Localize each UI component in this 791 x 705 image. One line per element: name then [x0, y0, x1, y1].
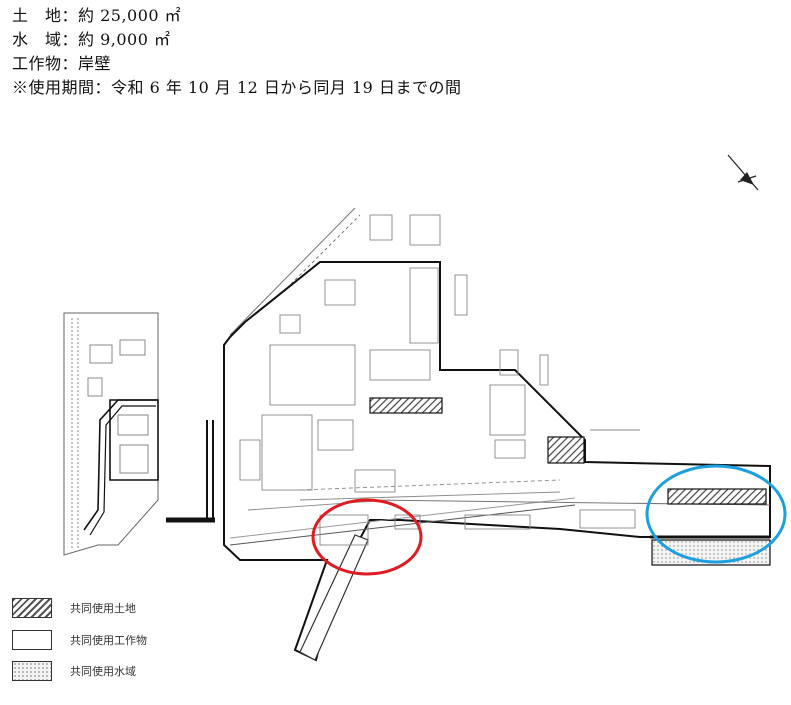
north-arrow-icon — [727, 154, 759, 191]
legend-label: 共同使用工作物 — [70, 634, 147, 647]
legend-label: 共同使用土地 — [70, 602, 136, 615]
joint-use-land — [369, 397, 767, 505]
red-highlight-circle — [311, 498, 423, 576]
legend-item-water: 共同使用水域 — [12, 661, 232, 683]
legend-item-structure: 共同使用工作物 — [12, 630, 232, 652]
land-hatch-swatch — [12, 598, 52, 618]
legend-label: 共同使用水域 — [70, 665, 136, 678]
water-dot-swatch — [12, 661, 52, 681]
usage-period-text: ※使用期間：令和 6 年 10 月 12 日から同月 19 日までの間 — [12, 78, 462, 97]
land-area-text: 土 地：約 25,000 ㎡ — [12, 6, 182, 25]
interior-buildings — [239, 214, 640, 546]
usage-summary: 土 地：約 25,000 ㎡ 水 域：約 9,000 ㎡ 工作物：岸壁 ※使用期… — [12, 4, 461, 100]
port-outline — [223, 261, 771, 662]
blue-highlight-circle — [645, 464, 787, 564]
structure-swatch — [12, 630, 52, 650]
west-parcel — [63, 312, 159, 556]
structure-text: 工作物：岸壁 — [12, 54, 112, 73]
west-seawall — [166, 420, 215, 523]
approach-road — [229, 207, 361, 336]
legend-item-land: 共同使用土地 — [12, 598, 232, 620]
water-area-text: 水 域：約 9,000 ㎡ — [12, 30, 171, 49]
